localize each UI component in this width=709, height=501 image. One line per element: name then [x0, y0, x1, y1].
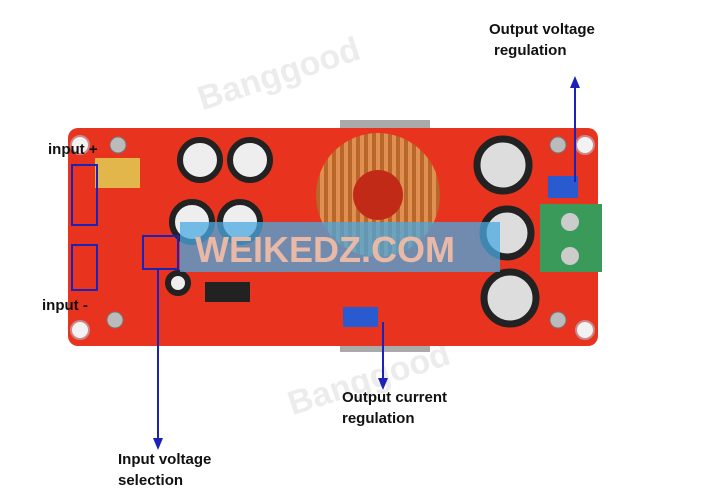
arrowhead-output-current: [378, 378, 388, 390]
arrowhead-input-voltage: [153, 438, 163, 450]
output-capacitors: [473, 135, 540, 328]
watermark-site: WEIKEDZ.COM: [195, 229, 455, 270]
label-output-current-2: regulation: [342, 410, 415, 427]
label-input-minus: input -: [42, 297, 88, 314]
annotations: [71, 88, 576, 440]
input-minus-box: [71, 244, 98, 291]
label-output-current-1: Output current: [342, 389, 447, 406]
label-output-voltage-2: regulation: [494, 42, 567, 59]
mounting-holes: [70, 135, 595, 340]
label-input-voltage-2: selection: [118, 472, 184, 489]
current-potentiometer: [343, 307, 378, 327]
fuse: [95, 158, 140, 188]
label-output-voltage-1: Output voltage: [489, 21, 595, 38]
ic-chip: [205, 282, 250, 302]
input-plus-box: [71, 164, 98, 226]
watermark-band: [180, 222, 500, 272]
label-input-voltage-1: Input voltage: [118, 451, 212, 468]
heatsink-bottom: [340, 342, 430, 352]
input-select-box: [142, 235, 179, 270]
voltage-potentiometer: [548, 176, 578, 198]
label-input-plus: input +: [48, 141, 98, 158]
screws: [106, 136, 567, 329]
arrowhead-output-voltage: [570, 76, 580, 88]
